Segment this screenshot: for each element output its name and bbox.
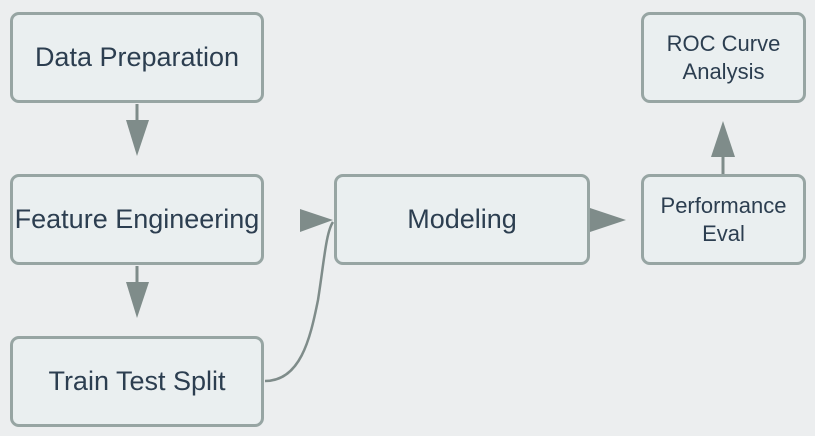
- arrowhead-right-icon: [590, 208, 626, 232]
- node-performance-eval: Performance Eval: [641, 174, 806, 265]
- edge-feature-to-modeling: [300, 209, 333, 232]
- node-label: Modeling: [407, 203, 517, 234]
- arrowhead-right-icon: [300, 209, 333, 232]
- arrowhead-down-icon: [126, 282, 149, 318]
- edge-performance-to-roc: [711, 121, 735, 174]
- edge-data-to-feature: [126, 104, 149, 156]
- node-label: ROC Curve Analysis: [666, 31, 781, 84]
- node-data-preparation: Data Preparation: [10, 12, 264, 103]
- node-label: Train Test Split: [48, 365, 226, 396]
- edge-modeling-to-performance: [590, 208, 626, 232]
- node-label: Feature Engineering: [14, 203, 260, 234]
- arrowhead-up-icon: [711, 121, 735, 157]
- node-train-test-split: Train Test Split: [10, 336, 264, 427]
- node-label: Performance Eval: [660, 193, 787, 246]
- edge-feature-to-split: [126, 266, 149, 318]
- node-feature-engineering: Feature Engineering: [10, 174, 264, 265]
- node-label: Data Preparation: [34, 41, 240, 72]
- arrowhead-down-icon: [126, 120, 149, 156]
- node-modeling: Modeling: [334, 174, 590, 265]
- edge-split-to-modeling: [264, 221, 335, 383]
- node-roc-curve-analysis: ROC Curve Analysis: [641, 12, 806, 103]
